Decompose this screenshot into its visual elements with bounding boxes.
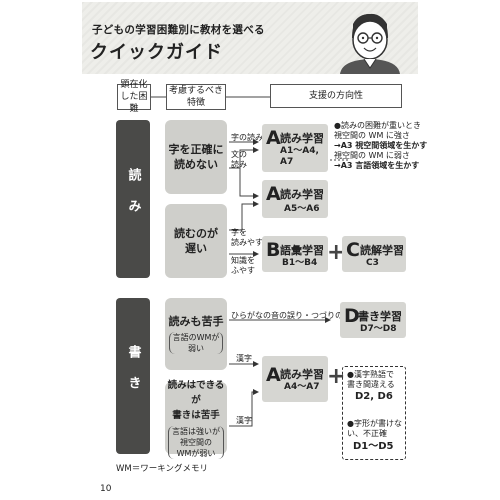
guide-subtitle: 子どもの学習困難別に教材を選べる xyxy=(92,24,265,36)
guide-title: クイックガイド xyxy=(90,42,223,63)
note-severe-reading: ●読みの困難が重いとき 視空間の WM に強さ →A3 視空間領域を生かす 視空… xyxy=(334,121,428,170)
arrow-label-kanji-1: 漢字 xyxy=(236,354,252,363)
arrow-label-letter-reading: 字の読み xyxy=(231,133,263,142)
arrow-label-kanji-2: 漢字 xyxy=(236,416,252,425)
arrow-label-easier-reading: 字を読みやすくする xyxy=(231,228,287,247)
column-header-support: 支援の方向性 xyxy=(270,84,402,108)
arrow-label-hiragana-errors: ひらがなの音の誤り・つづりの誤り xyxy=(231,311,359,320)
plus-sign-1: + xyxy=(327,240,346,265)
column-header-trait: 考慮するべき特徴 xyxy=(166,84,226,110)
feature-cannot-read-accurately: 字を正確に読めない xyxy=(165,120,227,194)
category-read: 読み xyxy=(116,120,150,278)
feature-reading-also-weak: 読みも苦手 言語のWMが弱い xyxy=(165,298,227,370)
plus-sign-2: + xyxy=(327,364,346,389)
writing-notes-box: ●漢字熟語で書き間違える D2, D6 ●字形が書けない、不正確 D1～D5 xyxy=(342,366,406,460)
wm-definition: WM＝ワーキングメモリ xyxy=(116,464,208,474)
category-write: 書き xyxy=(116,298,150,454)
feature-reads-slowly: 読むのが遅い xyxy=(165,204,227,278)
column-header-difficulty: 顕在化した困難 xyxy=(117,80,151,114)
arrow-label-increase-knowledge: 知識をふやす xyxy=(231,256,255,275)
page-number: 10 xyxy=(100,484,112,494)
arrow-label-sentence-reading: 文の読み xyxy=(231,150,247,169)
teacher-illustration-icon xyxy=(340,13,400,74)
